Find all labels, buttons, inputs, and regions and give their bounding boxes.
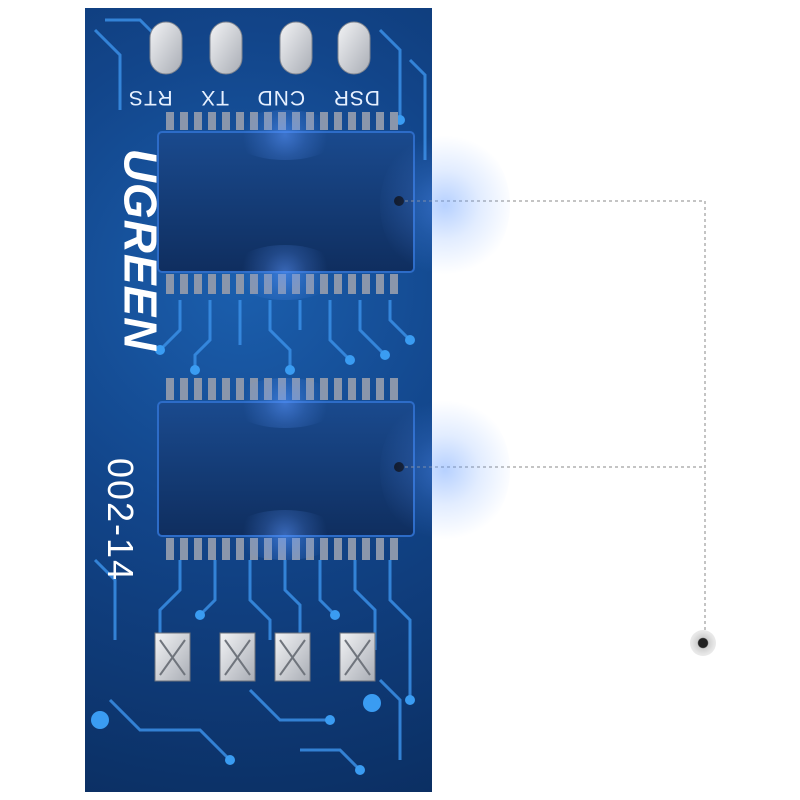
brand-logo: UGREEN xyxy=(114,130,166,370)
chip-1 xyxy=(157,131,415,273)
led-pads xyxy=(154,632,376,682)
chip-1-marker xyxy=(394,196,404,206)
callout-dot xyxy=(690,630,716,656)
header-pins xyxy=(149,21,371,75)
pin-labels: DSR CND TX RTS xyxy=(128,84,380,110)
callout-lines xyxy=(405,200,706,630)
circuit-traces xyxy=(93,18,427,772)
model-number: 002-14 xyxy=(95,430,145,610)
pin-label-cnd: CND xyxy=(256,86,306,109)
chip-2 xyxy=(157,401,415,537)
model-text: 002-14 xyxy=(100,457,142,583)
pin-label-rts: RTS xyxy=(128,86,173,109)
pin-label-dsr: DSR xyxy=(332,86,380,109)
chip-2-marker xyxy=(394,462,404,472)
pin-label-tx: TX xyxy=(200,86,230,109)
brand-text: UGREEN xyxy=(114,148,166,352)
